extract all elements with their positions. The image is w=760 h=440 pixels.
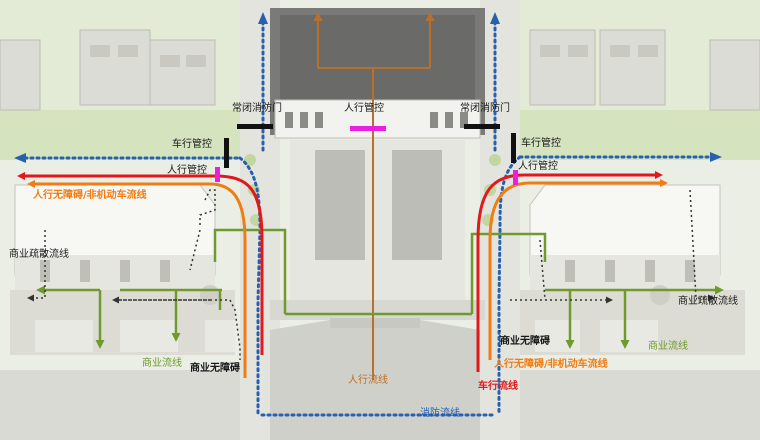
vehicle-route-right: [476, 171, 663, 372]
pedestrian-control-bar-left: [215, 167, 220, 182]
vehicle-control-label-right: 车行管控: [521, 138, 561, 149]
commercial-flow-right: [470, 232, 547, 314]
pedestrian-control-label-left: 人行管控: [167, 165, 207, 176]
commercial-flow-label-right: 商业流线: [648, 341, 688, 352]
barrier-free-label-right: 人行无障碍/非机动车流线: [494, 359, 608, 370]
fire-door-label-left: 常闭消防门: [232, 103, 282, 114]
fire-arrow-up-right: [490, 12, 500, 24]
fire-arrow-left: [14, 153, 26, 163]
barrier-free-route-left: [27, 180, 247, 378]
fire-flow-label: 消防流线: [420, 408, 460, 419]
evac-route-left: [120, 189, 241, 360]
commercial-evac-label-right: 商业疏散流线: [678, 296, 738, 307]
pedestrian-control-label-top: 人行管控: [344, 103, 384, 114]
vehicle-control-bar-left: [224, 138, 229, 168]
fire-door-label-right: 常闭消防门: [460, 103, 510, 114]
pedestrian-control-bar-right: [513, 170, 518, 185]
fire-door-bar-right: [464, 124, 500, 129]
barrier-free-label-left: 人行无障碍/非机动车流线: [33, 190, 147, 201]
vehicle-control-bar-right: [511, 133, 516, 163]
pedestrian-control-label-right: 人行管控: [518, 161, 558, 172]
fire-door-bar-left: [237, 124, 273, 129]
commercial-barrier-free-label-left: 商业无障碍: [190, 363, 240, 374]
vehicle-flow-label: 车行流线: [478, 381, 518, 392]
vehicle-control-label-left: 车行管控: [172, 139, 212, 150]
fire-arrow-right: [710, 152, 722, 162]
commercial-flow-label-left: 商业流线: [142, 358, 182, 369]
commercial-barrier-free-label-right: 商业无障碍: [500, 336, 550, 347]
commercial-evac-label-left: 商业疏散流线: [9, 249, 69, 260]
pedestrian-control-bar-top: [350, 126, 386, 131]
fire-arrow-up-left: [258, 12, 268, 24]
commercial-flow-left: [213, 228, 287, 314]
pedestrian-flow-label: 人行流线: [348, 375, 388, 386]
barrier-free-route-right: [488, 179, 668, 360]
